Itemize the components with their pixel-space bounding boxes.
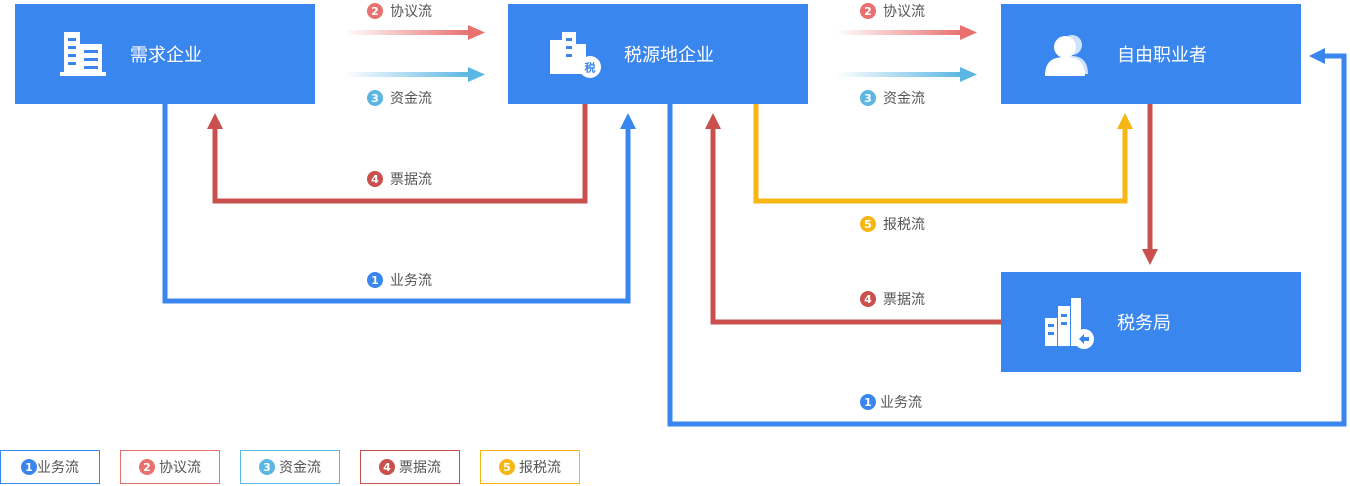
- arrowhead: [620, 113, 636, 129]
- tax-office-icon: [1045, 298, 1094, 349]
- legend-label: 报税流: [519, 460, 561, 476]
- svg-text:1: 1: [864, 396, 872, 409]
- legend-invoice: 4 票据流: [360, 450, 460, 484]
- svg-text:报税流: 报税流: [883, 217, 925, 233]
- legend-number: 2: [139, 459, 155, 475]
- funds-arrow-2: [836, 72, 962, 77]
- svg-text:1: 1: [371, 274, 379, 287]
- legend-label: 资金流: [279, 460, 321, 476]
- node-label: 自由职业者: [1117, 45, 1207, 66]
- node-source: 税 税源地企业: [508, 4, 808, 104]
- node-label: 税务局: [1117, 313, 1171, 334]
- arrowhead: [1309, 48, 1325, 64]
- svg-text:2: 2: [864, 5, 872, 18]
- arrowhead: [207, 113, 223, 129]
- svg-text:3: 3: [371, 92, 379, 105]
- legend-funds: 3 资金流: [240, 450, 340, 484]
- arrowhead: [960, 25, 977, 40]
- svg-text:票据流: 票据流: [883, 292, 925, 308]
- flow-label-invoice-1: 4 票据流: [367, 171, 432, 188]
- svg-text:5: 5: [864, 218, 872, 231]
- flow-label-funds-1: 3 资金流: [367, 90, 432, 107]
- arrowhead: [705, 113, 721, 129]
- svg-text:业务流: 业务流: [390, 273, 432, 289]
- node-freelancer: 自由职业者: [1001, 4, 1301, 104]
- invoice-flow-line-2: [710, 128, 1001, 325]
- node-demand: 需求企业: [15, 4, 315, 104]
- legend-tax: 5 报税流: [480, 450, 580, 484]
- flow-label-invoice-2: 4 票据流: [860, 291, 925, 308]
- user-icon: [1045, 35, 1088, 76]
- invoice-flow-line-1: [212, 104, 588, 204]
- legend-label: 业务流: [37, 460, 79, 476]
- svg-text:资金流: 资金流: [390, 91, 432, 107]
- business-flow-line-2: [667, 53, 1347, 427]
- legend-number: 3: [259, 459, 275, 475]
- legend-label: 协议流: [159, 460, 201, 476]
- node-label: 税源地企业: [624, 45, 714, 66]
- building-icon: [60, 32, 106, 76]
- agreement-arrow-1: [344, 30, 470, 35]
- arrowhead: [468, 25, 485, 40]
- svg-text:2: 2: [371, 5, 379, 18]
- svg-text:4: 4: [371, 173, 379, 186]
- svg-text:税: 税: [585, 61, 596, 75]
- legend-business: 1 业务流: [0, 450, 100, 484]
- flow-label-agreement-1: 2 协议流: [367, 3, 432, 20]
- arrowhead: [1117, 113, 1133, 129]
- legend-number: 1: [21, 459, 37, 475]
- legend-number: 4: [379, 459, 395, 475]
- svg-text:协议流: 协议流: [883, 4, 925, 20]
- arrowhead: [468, 67, 485, 82]
- node-label: 需求企业: [130, 45, 202, 66]
- tax-building-icon: 税: [550, 32, 601, 78]
- svg-text:业务流: 业务流: [880, 395, 922, 411]
- flow-label-tax: 5 报税流: [860, 216, 925, 233]
- svg-text:协议流: 协议流: [390, 4, 432, 20]
- svg-text:票据流: 票据流: [390, 172, 432, 188]
- legend-agreement: 2 协议流: [120, 450, 220, 484]
- arrowhead: [1142, 249, 1158, 265]
- flow-label-business-1: 1 业务流: [367, 272, 432, 289]
- svg-text:4: 4: [864, 293, 872, 306]
- agreement-arrow-2: [836, 30, 962, 35]
- legend-label: 票据流: [399, 460, 441, 476]
- business-flow-line-1: [162, 104, 631, 304]
- flow-label-funds-2: 3 资金流: [860, 90, 925, 107]
- flow-label-business-2: 1 业务流: [860, 394, 922, 411]
- flow-label-agreement-2: 2 协议流: [860, 3, 925, 20]
- tax-flow-line: [753, 104, 1128, 204]
- svg-text:3: 3: [864, 92, 872, 105]
- arrowhead: [960, 67, 977, 82]
- node-taxbureau: 税务局: [1001, 272, 1301, 372]
- svg-text:资金流: 资金流: [883, 91, 925, 107]
- legend-number: 5: [499, 459, 515, 475]
- funds-arrow-1: [344, 72, 470, 77]
